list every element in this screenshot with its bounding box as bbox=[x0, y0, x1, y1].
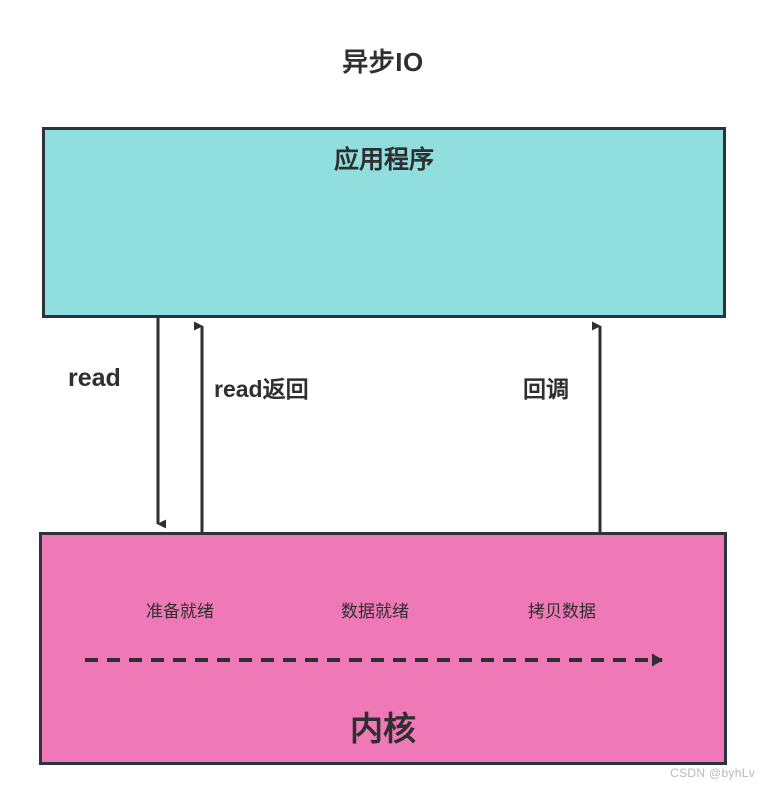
stage-label-copy-data: 拷贝数据 bbox=[528, 602, 596, 621]
stage-label-ready: 准备就绪 bbox=[146, 602, 214, 621]
kernel-layer-label: 内核 bbox=[350, 710, 416, 747]
page-title: 异步IO bbox=[342, 47, 424, 77]
callback-arrow-label: 回调 bbox=[523, 376, 569, 402]
read-return-arrow-label: read返回 bbox=[214, 376, 309, 402]
stage-label-data-ready: 数据就绪 bbox=[341, 602, 409, 621]
kernel-layer-box: 内核 bbox=[39, 532, 727, 765]
read-arrow-label: read bbox=[68, 364, 121, 392]
application-layer-label: 应用程序 bbox=[333, 146, 434, 174]
watermark: CSDN @byhLv bbox=[670, 766, 755, 780]
application-layer-box: 应用程序 bbox=[42, 127, 726, 318]
